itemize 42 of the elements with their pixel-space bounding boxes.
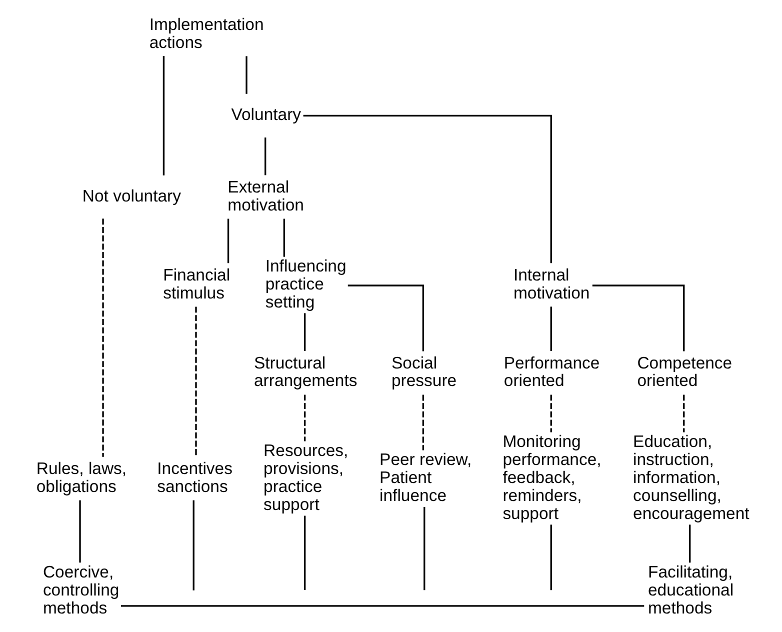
- node-text: Social pressure: [391, 353, 456, 390]
- node-text: Performance oriented: [503, 353, 600, 390]
- connector: [120, 605, 644, 607]
- connector: [192, 500, 194, 590]
- connector: [303, 394, 306, 442]
- node-text: Resources, provisions, practice support: [263, 441, 348, 514]
- node-text: Coercive, controlling methods: [42, 562, 119, 618]
- connector: [347, 284, 424, 352]
- connector: [302, 114, 552, 264]
- node-text: Implementation actions: [148, 14, 264, 52]
- node-text: Peer review, Patient influence: [379, 450, 472, 505]
- node-text: Facilitating, educational methods: [647, 562, 734, 618]
- connector: [303, 313, 306, 351]
- connector: [688, 524, 690, 563]
- connector: [245, 56, 247, 94]
- node-text: Rules, laws, obligations: [36, 459, 126, 496]
- connector: [550, 524, 552, 590]
- connector: [78, 500, 80, 563]
- connector: [592, 284, 684, 352]
- connector: [226, 218, 229, 264]
- connector: [550, 394, 552, 432]
- node-text: Voluntary: [230, 105, 301, 124]
- node-text: External motivation: [227, 177, 304, 214]
- node-text: Internal motivation: [512, 265, 590, 302]
- node-text: Financial stimulus: [162, 265, 230, 302]
- connector: [264, 138, 266, 176]
- node-text: Structural arrangements: [253, 353, 357, 390]
- node-text: Not voluntary: [82, 186, 180, 206]
- connector: [162, 56, 164, 176]
- node-text: Monitoring performance, feedback, reminders, support: [502, 432, 601, 523]
- connector: [194, 306, 196, 457]
- connector: [682, 394, 684, 432]
- connector: [422, 394, 424, 450]
- connector: [102, 218, 104, 457]
- node-text: Influencing practice setting: [264, 256, 346, 312]
- node-text: Education, instruction, information, counselling, encouragement: [632, 432, 749, 523]
- connector: [423, 506, 425, 590]
- connector: [550, 306, 552, 352]
- node-text: Competence oriented: [636, 353, 732, 390]
- connector: [303, 516, 306, 590]
- connector: [282, 218, 285, 257]
- node-text: Incentives sanctions: [156, 459, 232, 496]
